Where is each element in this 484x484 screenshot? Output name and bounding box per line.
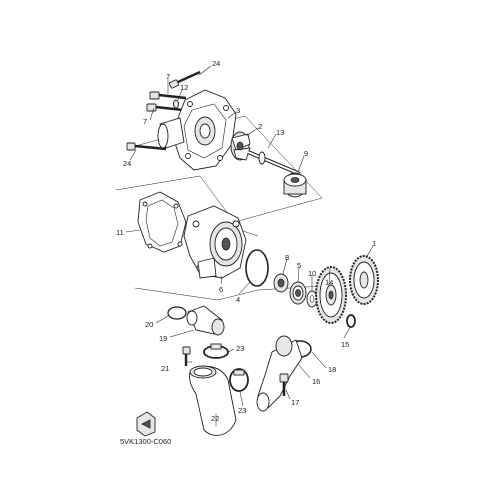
- callout-18: 18: [328, 365, 336, 374]
- hose-joint-19: [186, 305, 225, 336]
- bolt-24-bottom: [126, 142, 167, 151]
- bolt-24-top: [168, 70, 201, 89]
- hose-22: [189, 365, 237, 436]
- clamp-23-lower: [229, 368, 249, 392]
- callout-23-lower: 23: [238, 406, 246, 415]
- bolt-17: [279, 373, 289, 396]
- callout-23-upper: 23: [236, 344, 244, 353]
- o-ring-20: [167, 306, 187, 320]
- callout-1: 1: [372, 239, 376, 248]
- callout-5: 5: [297, 261, 301, 270]
- callout-2: 2: [258, 122, 262, 131]
- bearing-8: [273, 273, 289, 293]
- pipe-18: [256, 335, 312, 412]
- callout-24-left: 24: [123, 159, 131, 168]
- callout-17: 17: [291, 398, 299, 407]
- callout-20: 20: [145, 320, 153, 329]
- front-arrow-icon: [136, 411, 156, 437]
- callout-12: 12: [180, 83, 188, 92]
- callout-11: 11: [116, 228, 124, 237]
- callout-8: 8: [285, 253, 289, 262]
- impeller-shaft: [247, 150, 301, 176]
- callout-15: 15: [341, 340, 349, 349]
- callout-7-mid: 7: [143, 117, 147, 126]
- callout-19: 19: [159, 334, 167, 343]
- bolt-21: [182, 346, 191, 366]
- bearing-5: [289, 281, 307, 305]
- callout-7-top: 7: [166, 72, 170, 81]
- pump-housing: [183, 205, 247, 279]
- leader-lines: [125, 65, 374, 426]
- impeller: [230, 131, 251, 161]
- o-ring-4: [245, 249, 269, 287]
- gear-1: [349, 255, 379, 305]
- callout-3: 3: [236, 106, 240, 115]
- callout-24-top: 24: [212, 59, 220, 68]
- pump-cover: [157, 89, 237, 171]
- clamp-23-upper: [203, 343, 229, 359]
- housing-frame-bottom: [134, 285, 323, 301]
- circlip-15: [346, 314, 356, 328]
- oil-seal-9: [283, 172, 307, 198]
- callout-21: 21: [161, 364, 169, 373]
- callouts: 24 7 12 3 7 2 13 24 9 11 1 8 5 10 14 6 4…: [116, 59, 376, 423]
- callout-10: 10: [308, 269, 316, 278]
- callout-6: 6: [219, 285, 223, 294]
- callout-4: 4: [236, 295, 240, 304]
- callout-14: 14: [325, 278, 333, 287]
- diagram-code: 5VK1300-C060: [120, 437, 171, 446]
- callout-9: 9: [304, 149, 308, 158]
- gear-14: [315, 266, 347, 324]
- callout-13: 13: [276, 128, 284, 137]
- callout-22: 22: [211, 414, 219, 423]
- washer-12: [173, 99, 179, 109]
- callout-16: 16: [312, 377, 320, 386]
- housing-frame: [115, 175, 201, 191]
- bolt-7-a: [149, 91, 187, 100]
- gasket-11: [137, 191, 187, 253]
